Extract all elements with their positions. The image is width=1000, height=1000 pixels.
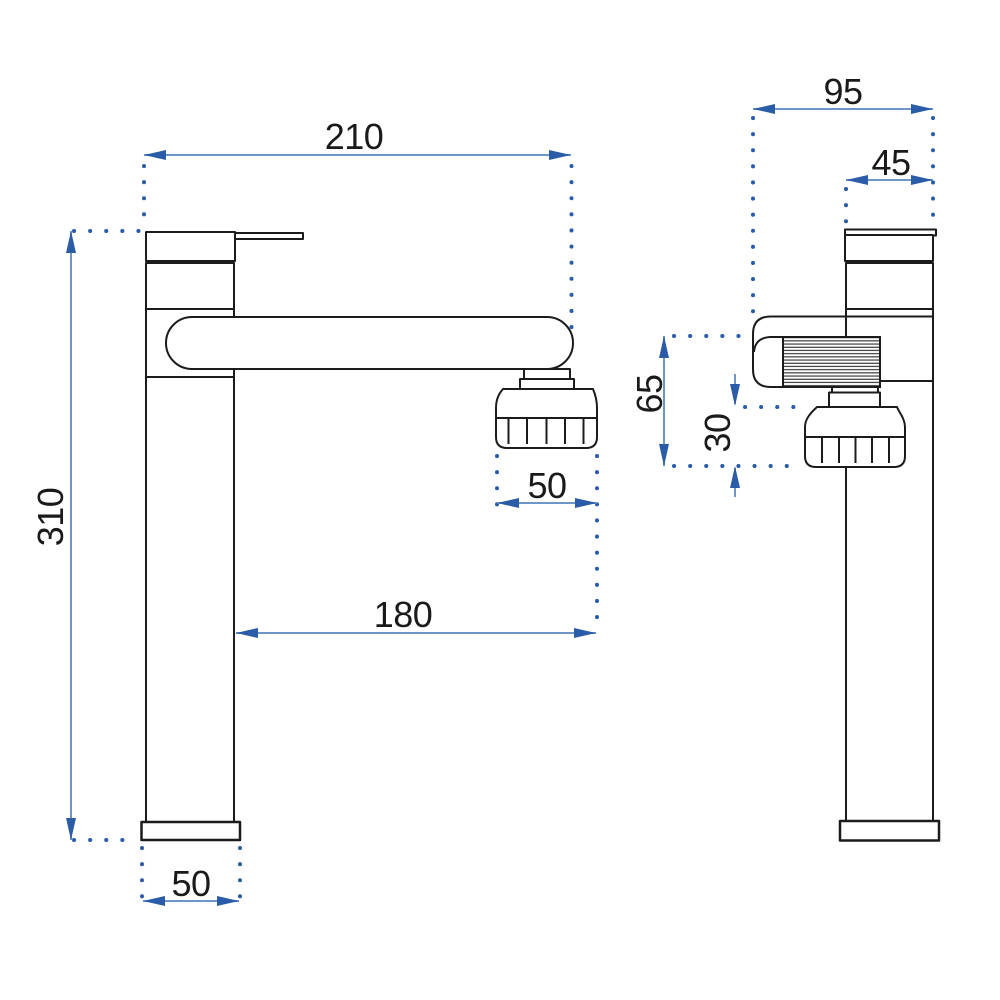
- dimension-base-width-50: 50: [140, 846, 242, 906]
- dimension-body-width-45: 45: [844, 142, 933, 228]
- dimension-label: 50: [171, 863, 210, 904]
- dimension-label: 50: [527, 465, 566, 506]
- arrowhead-left-icon: [846, 175, 868, 185]
- arrowhead-right-icon: [549, 150, 571, 160]
- left-view-faucet-profile: [140, 231, 598, 842]
- aerator-slat-lines: [821, 438, 890, 463]
- arrowhead-up-icon: [730, 466, 740, 488]
- dimension-overall-depth-95: 95: [751, 71, 935, 314]
- arrowhead-right-icon: [217, 896, 239, 906]
- dimension-aerator-height-30: 30: [697, 374, 800, 497]
- aerator-head: [495, 388, 598, 419]
- aerator-head: [804, 406, 906, 438]
- base-plate: [140, 820, 242, 842]
- spout-nose-inner: [753, 336, 783, 353]
- arrowhead-down-icon: [659, 444, 669, 466]
- spout-arm: [165, 316, 574, 370]
- dimension-label: 95: [823, 71, 862, 112]
- aerator-collar: [828, 391, 881, 408]
- arrowhead-up-icon: [66, 231, 76, 253]
- aerator-neck: [523, 368, 571, 380]
- spout-ribbed-joint: [782, 336, 881, 388]
- dimension-label: 210: [325, 116, 384, 157]
- faucet-body-column: [845, 262, 934, 822]
- aerator-slat-lines: [507, 419, 585, 444]
- dimension-label: 310: [30, 488, 71, 547]
- dimension-label: 180: [374, 594, 433, 635]
- aerator-collar: [519, 378, 575, 390]
- arrowhead-right-icon: [911, 104, 933, 114]
- dimension-aerator-width-50: 50: [495, 454, 599, 628]
- dimension-overall-height-310: 310: [30, 229, 142, 842]
- dimension-label: 65: [629, 374, 670, 413]
- dimension-spout-height-65: 65: [629, 334, 800, 468]
- arrowhead-left-icon: [236, 628, 258, 638]
- arrowhead-left-icon: [497, 498, 519, 508]
- arrowhead-right-icon: [911, 175, 933, 185]
- arrowhead-left-icon: [143, 896, 165, 906]
- arrowhead-down-icon: [730, 384, 740, 406]
- base-plate: [838, 819, 941, 842]
- arrowhead-right-icon: [575, 498, 597, 508]
- arrowhead-up-icon: [659, 336, 669, 358]
- dimension-label: 30: [697, 413, 738, 452]
- arrowhead-left-icon: [753, 104, 775, 114]
- arrowhead-left-icon: [144, 150, 166, 160]
- handle-cap: [145, 231, 236, 262]
- dimension-label: 45: [871, 142, 910, 183]
- dimension-reach-to-aerator-180: 180: [236, 594, 596, 638]
- handle-lever: [234, 232, 304, 240]
- right-view-faucet-front: [752, 228, 941, 842]
- handle-cap: [844, 234, 934, 262]
- dimension-spout-reach-210: 210: [142, 116, 574, 332]
- arrowhead-right-icon: [574, 628, 596, 638]
- arrowhead-down-icon: [66, 818, 76, 840]
